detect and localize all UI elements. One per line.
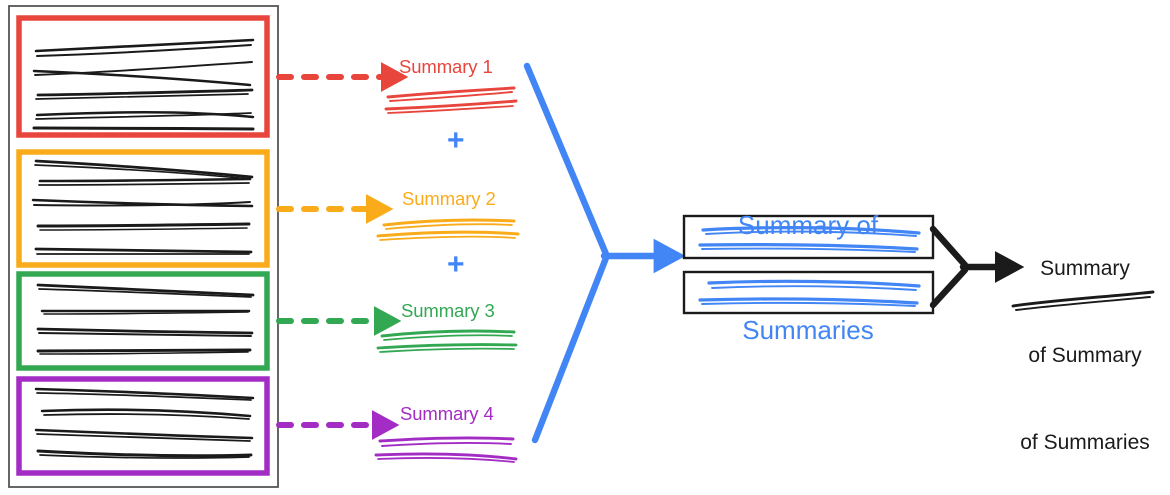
document-box-1 — [16, 15, 270, 138]
document-box-2 — [16, 149, 270, 268]
summary-scribble-1 — [384, 86, 518, 114]
document-box-4 — [16, 376, 270, 476]
sos-title-line-1: Summary of — [737, 210, 879, 241]
summary-label-1: Summary 1 — [399, 56, 493, 77]
sos-title-line-2: Summaries — [742, 315, 874, 346]
summary-scribble-3 — [376, 329, 518, 353]
blue-merge-arrow — [523, 62, 686, 444]
summary-of-summaries-title: Summary of Summaries — [683, 138, 933, 419]
final-title-line-3: of Summaries — [1020, 430, 1150, 454]
final-title-line-2: of Summary — [1028, 343, 1142, 367]
final-title-line-1: Summary — [1040, 256, 1130, 280]
summary-label-3: Summary 3 — [401, 300, 495, 321]
summary-label-4: Summary 4 — [400, 403, 494, 424]
source-documents-container — [8, 5, 279, 488]
plus-operator-2: + — [447, 248, 465, 281]
document-box-3 — [16, 271, 270, 371]
summary-label-2: Summary 2 — [402, 188, 496, 209]
black-merge-arrow — [929, 225, 1025, 309]
final-summary-title: Summary of Summary of Summaries — [1000, 197, 1170, 495]
summary-scribble-2 — [376, 218, 520, 241]
summary-scribble-4 — [374, 436, 518, 463]
plus-operator-1: + — [447, 124, 465, 157]
